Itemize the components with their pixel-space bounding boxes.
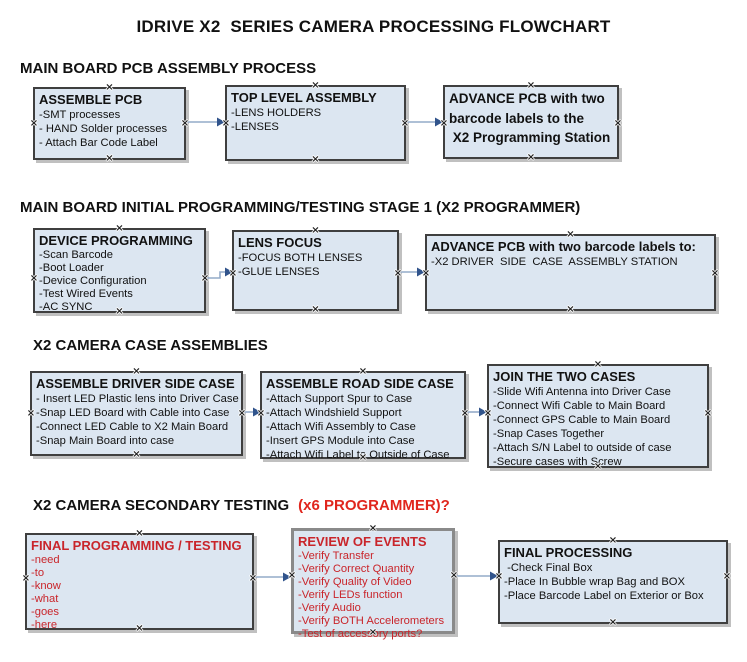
connection-point-icon: × <box>311 154 320 165</box>
flow-box-top-level-assembly: × × × × TOP LEVEL ASSEMBLY -LENS HOLDERS… <box>222 81 409 165</box>
box-item: -FOCUS BOTH LENSES <box>238 252 363 264</box>
box-item: -Verify Correct Quantity <box>298 563 415 575</box>
box-item: -LENS HOLDERS <box>231 107 322 119</box>
box-title: TOP LEVEL ASSEMBLY <box>231 90 377 105</box>
box-item: -Slide Wifi Antenna into Driver Case <box>493 386 671 398</box>
box-item: -Snap Cases Together <box>493 428 605 440</box>
flow-box-advance-pcb-to-programming-station: × × × × ADVANCE PCB with two barcode lab… <box>440 81 622 163</box>
box-item: -Attach S/N Label to outside of case <box>493 442 672 454</box>
connector-arrow <box>254 572 291 582</box>
box-item: -Verify Quality of Video <box>298 576 412 588</box>
connection-point-icon: × <box>311 304 320 315</box>
flow-box-final-programming-testing: × × × × FINAL PROGRAMMING / TESTING -nee… <box>22 529 257 634</box>
box-item: -Verify Transfer <box>298 550 374 562</box>
section-heading-case-assemblies: X2 CAMERA CASE ASSEMBLIES <box>33 337 268 354</box>
connection-point-icon: × <box>566 304 575 315</box>
connector-arrow <box>406 117 443 127</box>
box-item: -Boot Loader <box>39 262 104 274</box>
box-item: - HAND Solder processes <box>39 123 168 135</box>
section-heading-pcb-assembly: MAIN BOARD PCB ASSEMBLY PROCESS <box>20 60 317 77</box>
flow-box-device-programming: × × × × DEVICE PROGRAMMING -Scan Barcode… <box>30 224 209 317</box>
connector-arrow <box>399 267 425 277</box>
section-heading-red-part: (x6 PROGRAMMER)? <box>298 497 450 514</box>
box-item: -Verify LEDs function <box>298 589 403 601</box>
flow-box-final-processing: × × × × FINAL PROCESSING -Check Final Bo… <box>495 536 731 628</box>
box-title: ADVANCE PCB with two barcode labels to t… <box>449 91 611 145</box>
box-item: -AC SYNC <box>39 301 93 313</box>
flow-box-review-of-events: × × × × REVIEW OF EVENTS -Verify Transfe… <box>288 524 458 641</box>
box-item: -Check Final Box <box>504 562 593 574</box>
box-title: FINAL PROCESSING <box>504 545 633 560</box>
box-item: -what <box>31 593 59 605</box>
box-item: -Attach Support Spur to Case <box>266 393 413 405</box>
flow-box-assemble-driver-side-case: × × × × ASSEMBLE DRIVER SIDE CASE - Inse… <box>27 367 246 460</box>
box-item: -Place In Bubble wrap Bag and BOX <box>504 576 685 588</box>
connector-arrow <box>186 117 225 127</box>
box-item: -here <box>31 619 58 631</box>
box-item: -Test Wired Events <box>39 288 133 300</box>
box-title: ASSEMBLE ROAD SIDE CASE <box>266 376 454 391</box>
connector-arrow <box>466 407 487 417</box>
connection-point-icon: × <box>710 268 720 279</box>
box-item: -Scan Barcode <box>39 249 114 261</box>
connection-point-icon: × <box>105 153 114 164</box>
box-item: -Attach Wifi Assembly to Case <box>266 421 416 433</box>
flow-box-lens-focus: × × × × LENS FOCUS -FOCUS BOTH LENSES -G… <box>229 226 402 315</box>
box-title: FINAL PROGRAMMING / TESTING <box>31 538 242 553</box>
connection-point-icon: × <box>703 408 713 419</box>
connection-point-icon: × <box>526 152 536 163</box>
box-title: ADVANCE PCB with two barcode labels to: <box>431 239 696 254</box>
box-item: -Snap Main Board into case <box>36 435 175 447</box>
connector-arrow <box>455 571 498 581</box>
box-item: -LENSES <box>231 121 279 133</box>
box-item: -Snap LED Board with Cable into Case <box>36 407 230 419</box>
box-item: -GLUE LENSES <box>238 266 320 278</box>
connection-point-icon: × <box>132 449 141 460</box>
box-item: -Attach Wifi Label to Outside of Case <box>266 449 450 461</box>
page-title: IDRIVE X2 SERIES CAMERA PROCESSING FLOWC… <box>136 17 611 36</box>
box-item: -need <box>31 554 60 566</box>
connection-point-icon: × <box>722 571 732 582</box>
box-item: -SMT processes <box>39 109 121 121</box>
box-item: -know <box>31 580 61 592</box>
box-item: - Attach Bar Code Label <box>39 137 158 149</box>
section-heading-black-part: X2 CAMERA SECONDARY TESTING <box>33 497 290 514</box>
section-heading-initial-programming: MAIN BOARD INITIAL PROGRAMMING/TESTING S… <box>20 199 581 216</box>
box-item: -Verify BOTH Accelerometers <box>298 615 445 627</box>
connection-point-icon: × <box>608 617 618 628</box>
box-item: -Connect LED Cable to X2 Main Board <box>36 421 229 433</box>
box-item: -Connect Wifi Cable to Main Board <box>493 400 666 412</box>
box-item: -Device Configuration <box>39 275 147 287</box>
connection-point-icon: × <box>29 118 39 129</box>
connection-point-icon: × <box>613 118 623 129</box>
section-heading-secondary-testing: X2 CAMERA SECONDARY TESTING (x6 PROGRAMME… <box>33 497 450 514</box>
box-title: ASSEMBLE DRIVER SIDE CASE <box>36 376 235 391</box>
box-item: -Connect GPS Cable to Main Board <box>493 414 671 426</box>
box-item: -Place Barcode Label on Exterior or Box <box>504 590 704 602</box>
connection-point-icon: × <box>26 408 36 419</box>
flow-box-assemble-road-side-case: × × × × ASSEMBLE ROAD SIDE CASE -Attach … <box>257 367 469 463</box>
box-item: -to <box>31 567 45 579</box>
box-item: - Insert LED Plastic lens into Driver Ca… <box>36 393 239 405</box>
flow-box-join-the-two-cases: × × × × JOIN THE TWO CASES -Slide Wifi A… <box>484 360 712 472</box>
connector-arrow <box>206 267 233 279</box>
flow-box-assemble-pcb: × × × × ASSEMBLE PCB -SMT processes - HA… <box>30 83 189 164</box>
box-title: LENS FOCUS <box>238 235 322 250</box>
connection-point-icon: × <box>29 273 39 284</box>
box-item: -Secure cases with Screw <box>493 456 622 468</box>
box-item: -Insert GPS Module into Case <box>266 435 415 447</box>
box-title: REVIEW OF EVENTS <box>298 534 427 549</box>
connection-point-icon: × <box>21 573 31 584</box>
flow-box-advance-pcb-to-case-assembly: × × × × ADVANCE PCB with two barcode lab… <box>422 230 719 315</box>
box-item: -Test of accessory ports? <box>298 628 423 640</box>
box-item: -Verify Audio <box>298 602 361 614</box>
connector-arrow <box>241 407 261 417</box>
box-title: DEVICE PROGRAMMING <box>39 233 193 248</box>
box-item: -Attach Windshield Support <box>266 407 402 419</box>
box-item: -goes <box>31 606 59 618</box>
box-item: -X2 DRIVER SIDE CASE ASSEMBLY STATION <box>431 256 678 268</box>
box-title: ASSEMBLE PCB <box>39 92 143 107</box>
box-title: JOIN THE TWO CASES <box>493 369 636 384</box>
